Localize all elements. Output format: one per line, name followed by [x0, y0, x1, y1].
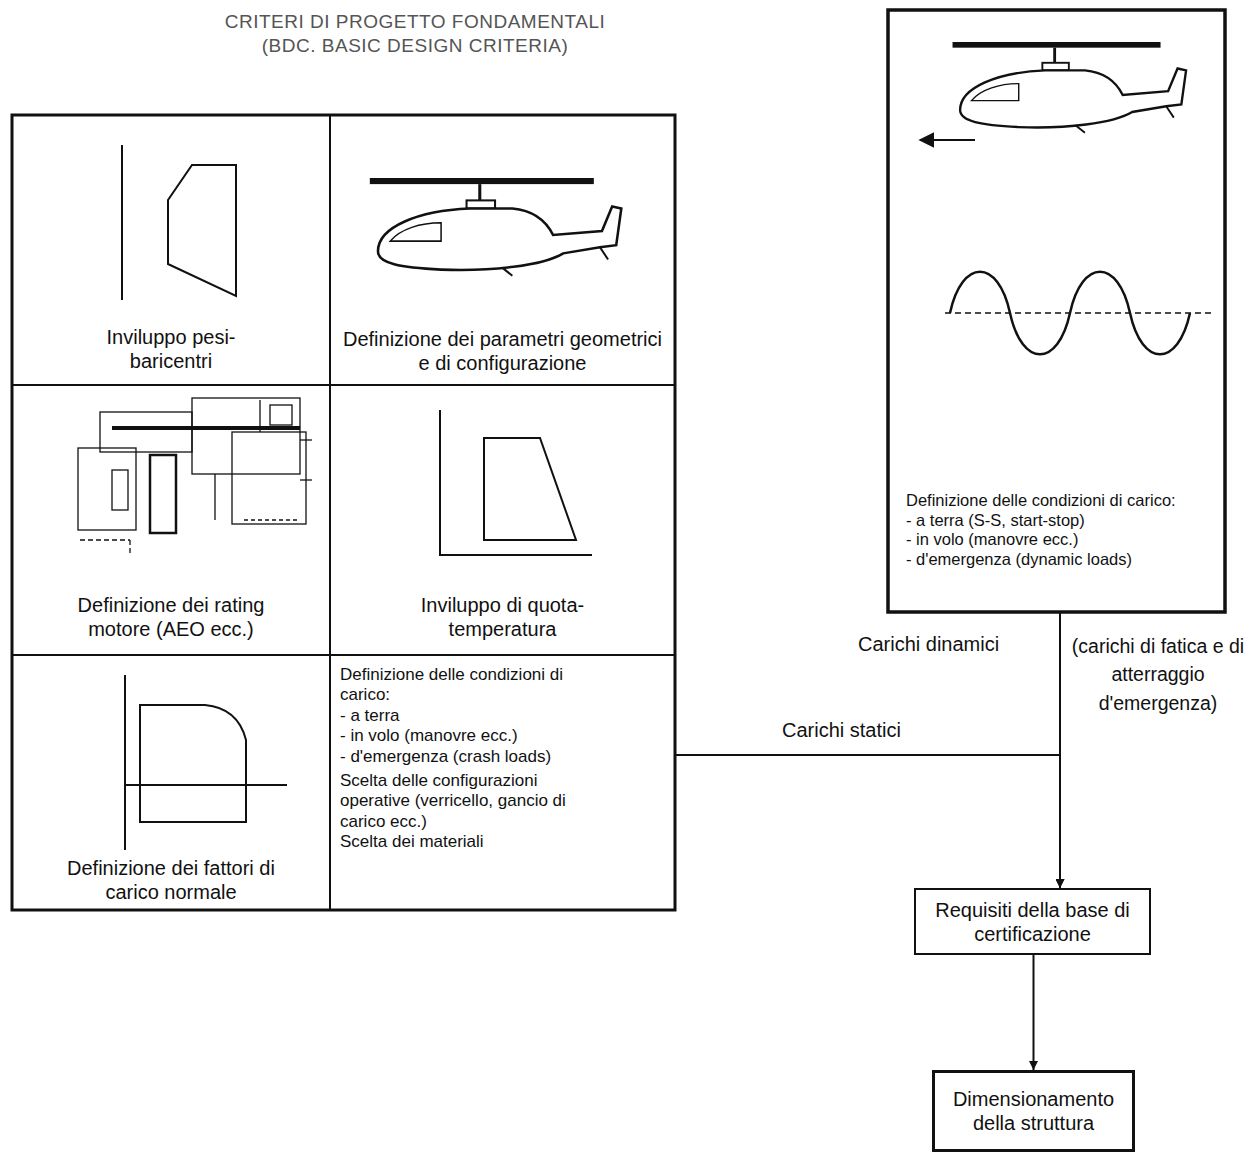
helicopter-side-view [370, 178, 621, 276]
node-text: Definizione delle condizioni di carico: [906, 491, 1176, 511]
connector-arrow [675, 755, 1060, 888]
grid-line [12, 384, 675, 386]
weight-cg-chart [122, 145, 236, 300]
node-text: - d'emergenza (crash loads) [340, 747, 551, 767]
process-box: Requisiti della base di certificazione [914, 888, 1151, 955]
node-text: - a terra [340, 706, 400, 726]
connector-arrow [1059, 612, 1061, 888]
connector-arrow [1033, 955, 1035, 1070]
node-text: Inviluppo di quota-temperatura [408, 593, 598, 641]
annotation-note: (carichi di fatica e di atterraggio d'em… [1068, 632, 1248, 717]
grid-cell: Definizione dei parametri geometrici e d… [330, 115, 675, 385]
helicopter-side-view [953, 42, 1187, 133]
grid-line [329, 115, 331, 910]
load-cycle-wave [945, 272, 1212, 355]
grid-frame [12, 115, 675, 910]
dynamic-loads-panel: Definizione delle condizioni di carico:-… [888, 10, 1225, 612]
node-text: Definizione dei fattori di carico normal… [46, 856, 296, 904]
result-box: Dimensionamento della struttura [932, 1070, 1135, 1152]
node-text: - in volo (manovre ecc.) [340, 726, 518, 746]
node-text: Scelta delle configurazioni operative (v… [340, 771, 600, 832]
node-text: Dimensionamento della struttura [945, 1087, 1122, 1135]
node-text: Inviluppo pesi-baricentri [76, 325, 266, 373]
node-text: Definizione dei parametri geometrici e d… [343, 327, 663, 375]
node-text: - a terra (S-S, start-stop) [906, 511, 1085, 531]
grid-cell: Definizione dei rating motore (AEO ecc.) [12, 385, 330, 655]
node-text: - d'emergenza (dynamic loads) [906, 550, 1132, 570]
node-text: Definizione delle condizioni di carico: [340, 665, 600, 706]
node-text: Scelta dei materiali [340, 832, 484, 852]
engine-drawing [78, 398, 312, 556]
altitude-temperature-chart [440, 410, 592, 555]
load-factor-chart [125, 675, 287, 850]
node-text: - in volo (manovre ecc.) [906, 530, 1078, 550]
grid-cell: Definizione dei fattori di carico normal… [12, 655, 330, 910]
load-conditions-cell: Definizione delle condizioni di carico:-… [330, 655, 675, 910]
grid-border [12, 115, 675, 910]
grid-cell: Inviluppo di quota-temperatura [330, 385, 675, 655]
right-panel-border [888, 10, 1225, 612]
edge-label: Carichi statici [782, 718, 901, 742]
diagram-title: CRITERI DI PROGETTO FONDAMENTALI (BDC. B… [200, 10, 630, 58]
grid-cell: Inviluppo pesi-baricentri [12, 115, 330, 385]
grid-line [329, 895, 331, 910]
edge-label: Carichi dinamici [858, 632, 999, 656]
node-text: Requisiti della base di certificazione [926, 898, 1139, 946]
flight-direction-arrow [920, 139, 975, 141]
node-text: Definizione dei rating motore (AEO ecc.) [51, 593, 291, 641]
grid-line [12, 654, 675, 656]
